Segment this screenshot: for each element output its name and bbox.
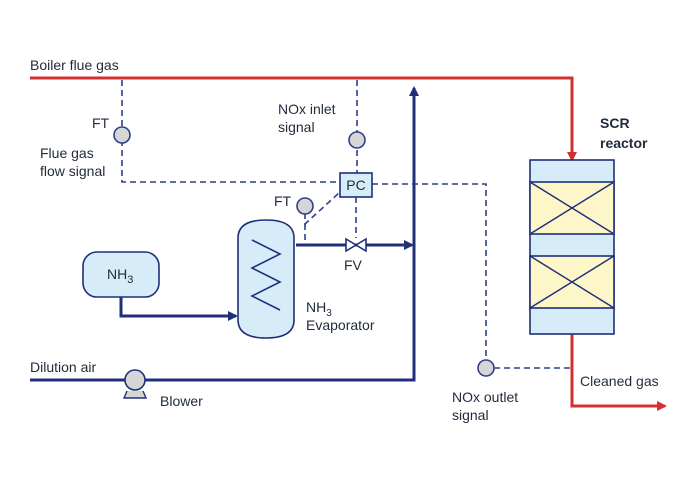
scr-reactor bbox=[529, 159, 615, 335]
ft-evaporator-instrument bbox=[296, 197, 314, 215]
nh3-tank bbox=[82, 251, 160, 298]
nox-outlet-instrument bbox=[477, 359, 495, 377]
cleaned-gas-line bbox=[570, 334, 667, 411]
ft-flue-gas-instrument bbox=[113, 126, 131, 144]
blower-label: Blower bbox=[160, 393, 203, 409]
evaporator-label: Evaporator bbox=[306, 317, 375, 333]
evaporator-nh3-label: NH3 bbox=[306, 299, 332, 319]
fv-label: FV bbox=[344, 257, 363, 273]
nh3-supply-line bbox=[119, 297, 238, 321]
nox-outlet-signal-label-1: NOx outlet bbox=[452, 389, 518, 405]
fv-control-valve bbox=[345, 237, 367, 253]
scr-reactor-label-1: SCR bbox=[600, 115, 630, 131]
flue-gas-line bbox=[30, 76, 577, 162]
nox-inlet-instrument bbox=[348, 131, 366, 149]
scr-reactor-label-2: reactor bbox=[600, 135, 648, 151]
evaporator-coil bbox=[250, 239, 282, 311]
nh3-evaporator-vessel bbox=[237, 219, 295, 339]
ft-top-label: FT bbox=[92, 115, 110, 131]
flue-gas-flow-signal-label-2: flow signal bbox=[40, 163, 105, 179]
blower bbox=[122, 369, 148, 399]
pc-controller bbox=[339, 172, 373, 198]
flue-gas-flow-signal-line bbox=[121, 80, 340, 183]
nh3-tank-label: NH3 bbox=[107, 266, 133, 286]
nox-inlet-signal-label-2: signal bbox=[278, 119, 315, 135]
dilution-air-line bbox=[30, 86, 419, 382]
pc-label: PC bbox=[346, 177, 365, 193]
dilution-air-label: Dilution air bbox=[30, 359, 96, 375]
ft-mid-label: FT bbox=[274, 193, 292, 209]
boiler-flue-gas-label: Boiler flue gas bbox=[30, 57, 119, 73]
cleaned-gas-label: Cleaned gas bbox=[580, 373, 659, 389]
flue-gas-flow-signal-label-1: Flue gas bbox=[40, 145, 94, 161]
nox-outlet-signal-line bbox=[372, 183, 487, 360]
nox-outlet-signal-label-2: signal bbox=[452, 407, 489, 423]
nox-inlet-signal-label-1: NOx inlet bbox=[278, 101, 336, 117]
